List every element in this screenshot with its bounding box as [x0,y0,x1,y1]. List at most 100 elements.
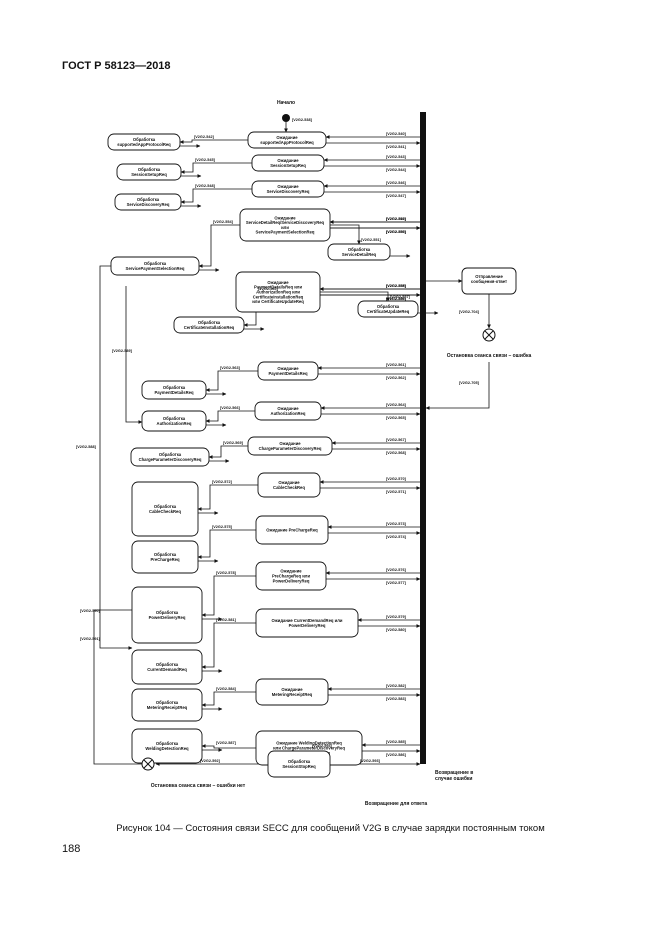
send-response-node [461,267,517,295]
state-label: Ожидание [280,569,302,574]
edge [197,484,258,511]
transition-label: [V2G2-568] [386,451,407,455]
transition-label: [V2G2-562] [386,376,407,380]
terminate-x [484,330,494,340]
state-label: PaymentDetailsReq [268,371,308,376]
state-box [254,401,322,421]
state-label: CableCheckReq [149,509,181,514]
state-label: Обработка [133,137,156,142]
start-node [282,114,290,122]
transition-label: [V2G2-555] [386,284,407,288]
document-header: ГОСТ Р 58123—2018 [62,60,171,72]
state-label: ChargeParameterDiscoveryReq [139,457,202,462]
transition-label: [V2G2-573] [386,522,407,526]
state-box [141,380,207,400]
state-label: Обработка [377,304,400,309]
state-label: Обработка [288,759,311,764]
state-box [110,256,200,276]
page-number: 188 [62,843,81,855]
state-label: supportedAppProtocolReq [117,142,171,147]
state-label: Ожидание [277,406,299,411]
state-label: MeteringReceiptReq [147,705,188,710]
state-label: PreChargeReq [150,557,180,562]
state-label: SessionSetupReq [270,163,306,168]
edge [201,691,256,707]
state-label: Обработка [156,700,179,705]
state-box [255,515,329,545]
state-box [131,540,199,574]
transition-label: [V2G2-592] [200,759,221,763]
transition-label: [V2G2-587] [216,741,237,745]
transition-label: [V2G2-586] [386,753,407,757]
state-box [131,586,203,644]
edge [201,744,256,749]
return-error-line: Возвращение в [435,770,473,776]
send-response-label: сообщения-ответ [471,279,507,284]
edge [99,265,133,650]
state-label: Ожидание [274,215,296,220]
state-label: Ожидание CurrentDemandReq или [272,618,343,623]
transition-label: [V2G2-570] [386,477,407,481]
state-label: Обработка [163,416,186,421]
transition-label: [V2G2-557] [390,295,411,299]
edge [198,224,240,268]
start-label: Начало [277,100,295,106]
state-box [173,316,245,334]
transition-label: [V2G2-547] [386,194,407,198]
state-label: CurrentDemandReq [147,667,187,672]
transition-label: [V2G2-591] [80,637,101,641]
state-label: ServiceDetailReq/ServiceDiscoveryReq [246,220,325,225]
terminate-no-error-label: Остановка сеанса связи – ошибки нет [151,782,246,789]
edge [208,445,248,459]
edge [201,575,256,617]
state-label: Ожидание [267,280,289,285]
state-label: CertificateInstallationReq [184,325,235,330]
transition-label: [V2G2-567] [386,438,407,442]
state-label: PowerDeliveryReq [149,615,186,620]
transition-label: [V2G2-582] [386,684,407,688]
state-label: CableCheckReq [273,485,305,490]
transition-label: [V2G2-548] [195,184,216,188]
transition-label: [V2G2-556] [386,297,407,301]
transition-label: [V2G2-552] [386,217,407,221]
transition-label: [V2G2-538] [292,118,313,122]
state-box [247,436,333,456]
state-label: Обработка [156,741,179,746]
state-box [141,410,207,432]
state-box [131,649,203,685]
transition-label: [V2G2-560] [258,287,279,291]
state-box [130,447,210,467]
state-label: Обработка [163,385,186,390]
state-box [251,180,325,198]
state-label: AuthorizationReq [157,421,192,426]
state-box [255,608,359,638]
transition-label: [V2G2-553] [386,230,407,234]
transition-label: [V2G2-551] [361,238,382,242]
state-label: SessionSetupReq [131,172,167,177]
transition-label: [V2G2-559] [386,297,407,301]
edge [330,224,361,245]
state-w-spsd: ОжиданиеServiceDetailReq/ServiceDiscover… [239,208,331,242]
state-label: Ожидание [277,158,299,163]
state-box [267,750,331,778]
transition-label: [V2G2-575] [212,525,233,529]
state-label: или ChargeParameterDiscoveryReq [273,746,345,751]
state-label: или [281,225,289,230]
state-box [131,728,203,764]
state-label: ServiceDetailReq [342,252,377,257]
transition-label: [V2G2-564] [386,403,407,407]
transition-label: [V2G2-561] [386,363,407,367]
state-label: SessionStopReq [282,764,316,769]
state-box [235,271,321,313]
transition-label: [V2G2-545] [195,158,216,162]
state-label: PowerDeliveryReq [289,623,326,628]
